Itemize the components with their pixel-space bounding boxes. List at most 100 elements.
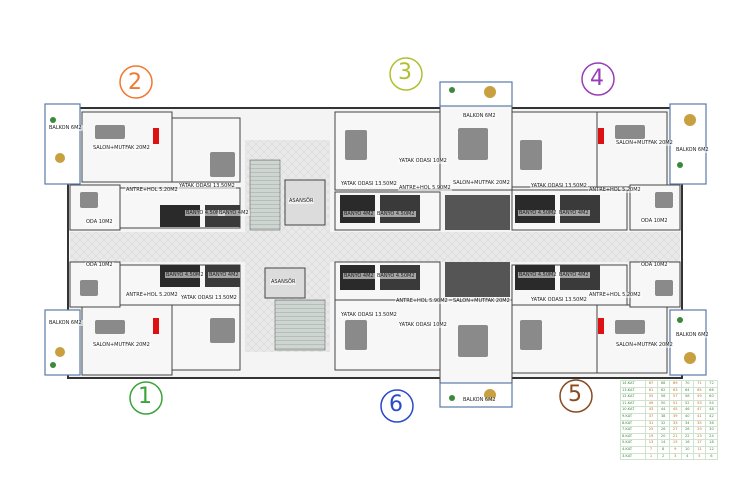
table-cell: 53 [692, 399, 706, 408]
apartment-number-4-circle [581, 62, 615, 96]
label-salon-4: SALON+MUTFAK 20M2 [615, 140, 674, 146]
table-cell: 54 [704, 399, 719, 408]
table-cell: 27 [668, 426, 682, 434]
table-cell: 49 [644, 399, 658, 408]
table-cell: 17 [692, 439, 706, 447]
label-elevator-bottom: ASANSÖR [270, 279, 297, 285]
table-cell: 34 [680, 419, 694, 428]
label-antre-3: ANTRE+HOL 5.90M2 [398, 185, 452, 191]
table-row-header: 7.KAT [620, 426, 646, 434]
table-cell: 15 [668, 439, 682, 447]
apartment-number-3: 3 [398, 60, 412, 85]
table-row-header: 11.KAT [620, 399, 646, 408]
table-cell: 67 [644, 380, 658, 388]
table-cell: 33 [668, 419, 682, 428]
table-cell: 46 [680, 406, 694, 414]
table-cell: 38 [656, 412, 670, 421]
label-banyo-6a: BANYO 4M2 [343, 273, 375, 279]
table-cell: 19 [644, 432, 658, 441]
table-cell: 16 [680, 439, 694, 447]
label-banyo-1a: BANYO 4.50M2 [165, 272, 205, 278]
label-banyo-5a: BANYO 4.50M2 [518, 272, 558, 278]
table-cell: 63 [668, 386, 682, 395]
table-cell: 10 [680, 445, 694, 454]
table-row-header: 5.KAT [620, 439, 646, 447]
table-cell: 18 [704, 439, 719, 447]
table-cell: 60 [704, 393, 719, 401]
label-banyo-4b: BANYO 4M2 [558, 210, 590, 216]
table-cell: 14 [656, 439, 670, 447]
apartment-number-2: 2 [128, 70, 142, 95]
table-cell: 1 [644, 452, 658, 461]
table-cell: 29 [692, 426, 706, 434]
table-cell: 4 [680, 452, 694, 461]
label-yatak-4: YATAK ODASI 13.50M2 [530, 183, 588, 189]
table-cell: 24 [704, 432, 719, 441]
label-banyo-3a: BANYO 4M2 [343, 211, 375, 217]
table-cell: 52 [680, 399, 694, 408]
apartment-number-6: 6 [389, 392, 403, 417]
table-cell: 45 [668, 406, 682, 414]
label-banyo-1b: BANYO 4M2 [208, 272, 240, 278]
label-yatak-1: YATAK ODASI 13.50M2 [180, 295, 238, 301]
table-cell: 22 [680, 432, 694, 441]
label-yatak-6a: YATAK ODASI 13.50M2 [340, 312, 398, 318]
table-cell: 9 [668, 445, 682, 454]
table-cell: 11 [692, 445, 706, 454]
table-cell: 12 [704, 445, 719, 454]
label-yatak-2: YATAK ODASI 13.50M2 [178, 183, 236, 189]
table-cell: 20 [656, 432, 670, 441]
staircase-bottom [274, 299, 326, 351]
label-oda-1: ODA 10M2 [85, 262, 114, 268]
label-banyo-6b: BANYO 4.50M2 [376, 273, 416, 279]
table-cell: 37 [644, 412, 658, 421]
label-antre-4: ANTRE+HOL 5.20M2 [588, 187, 642, 193]
table-cell: 32 [656, 419, 670, 428]
label-balkon-2: BALKON 6M2 [48, 125, 83, 131]
table-cell: 21 [668, 432, 682, 441]
apartment-number-6-circle [380, 389, 414, 423]
label-balkon-3: BALKON 6M2 [462, 113, 497, 119]
table-cell: 40 [680, 412, 694, 421]
table-cell: 41 [692, 412, 706, 421]
table-row-header: 13.KAT [620, 386, 646, 395]
table-cell: 72 [704, 380, 719, 388]
label-banyo-5b: BANYO 4M2 [558, 272, 590, 278]
table-cell: 51 [668, 399, 682, 408]
apartment-number-2-circle [119, 65, 153, 99]
table-cell: 5 [692, 452, 706, 461]
table-cell: 62 [656, 386, 670, 395]
staircase-top [249, 159, 281, 231]
table-cell: 57 [668, 393, 682, 401]
table-row-header: 14.KAT [620, 380, 646, 388]
label-yatak-3a: YATAK ODASI 10M2 [398, 158, 448, 164]
apartment-number-1: 1 [138, 384, 152, 409]
table-cell: 56 [656, 393, 670, 401]
label-yatak-6b: YATAK ODASI 10M2 [398, 322, 448, 328]
table-row-header: 6.KAT [620, 432, 646, 441]
table-row-header: 4.KAT [620, 445, 646, 454]
table-cell: 39 [668, 412, 682, 421]
table-cell: 69 [668, 380, 682, 388]
label-salon-1: SALON+MUTFAK 20M2 [92, 342, 151, 348]
table-row-header: 8.KAT [620, 419, 646, 428]
label-salon-5: SALON+MUTFAK 20M2 [615, 342, 674, 348]
label-banyo-2a: BANYO 4.50M2 [185, 210, 225, 216]
table-cell: 50 [656, 399, 670, 408]
label-banyo-2b: BANYO 4M2 [218, 210, 250, 216]
table-row-header: 3.KAT [620, 452, 646, 461]
label-salon-6: SALON+MUTFAK 20M2 [452, 298, 511, 304]
table-cell: 61 [644, 386, 658, 395]
table-cell: 30 [704, 426, 719, 434]
table-cell: 55 [644, 393, 658, 401]
